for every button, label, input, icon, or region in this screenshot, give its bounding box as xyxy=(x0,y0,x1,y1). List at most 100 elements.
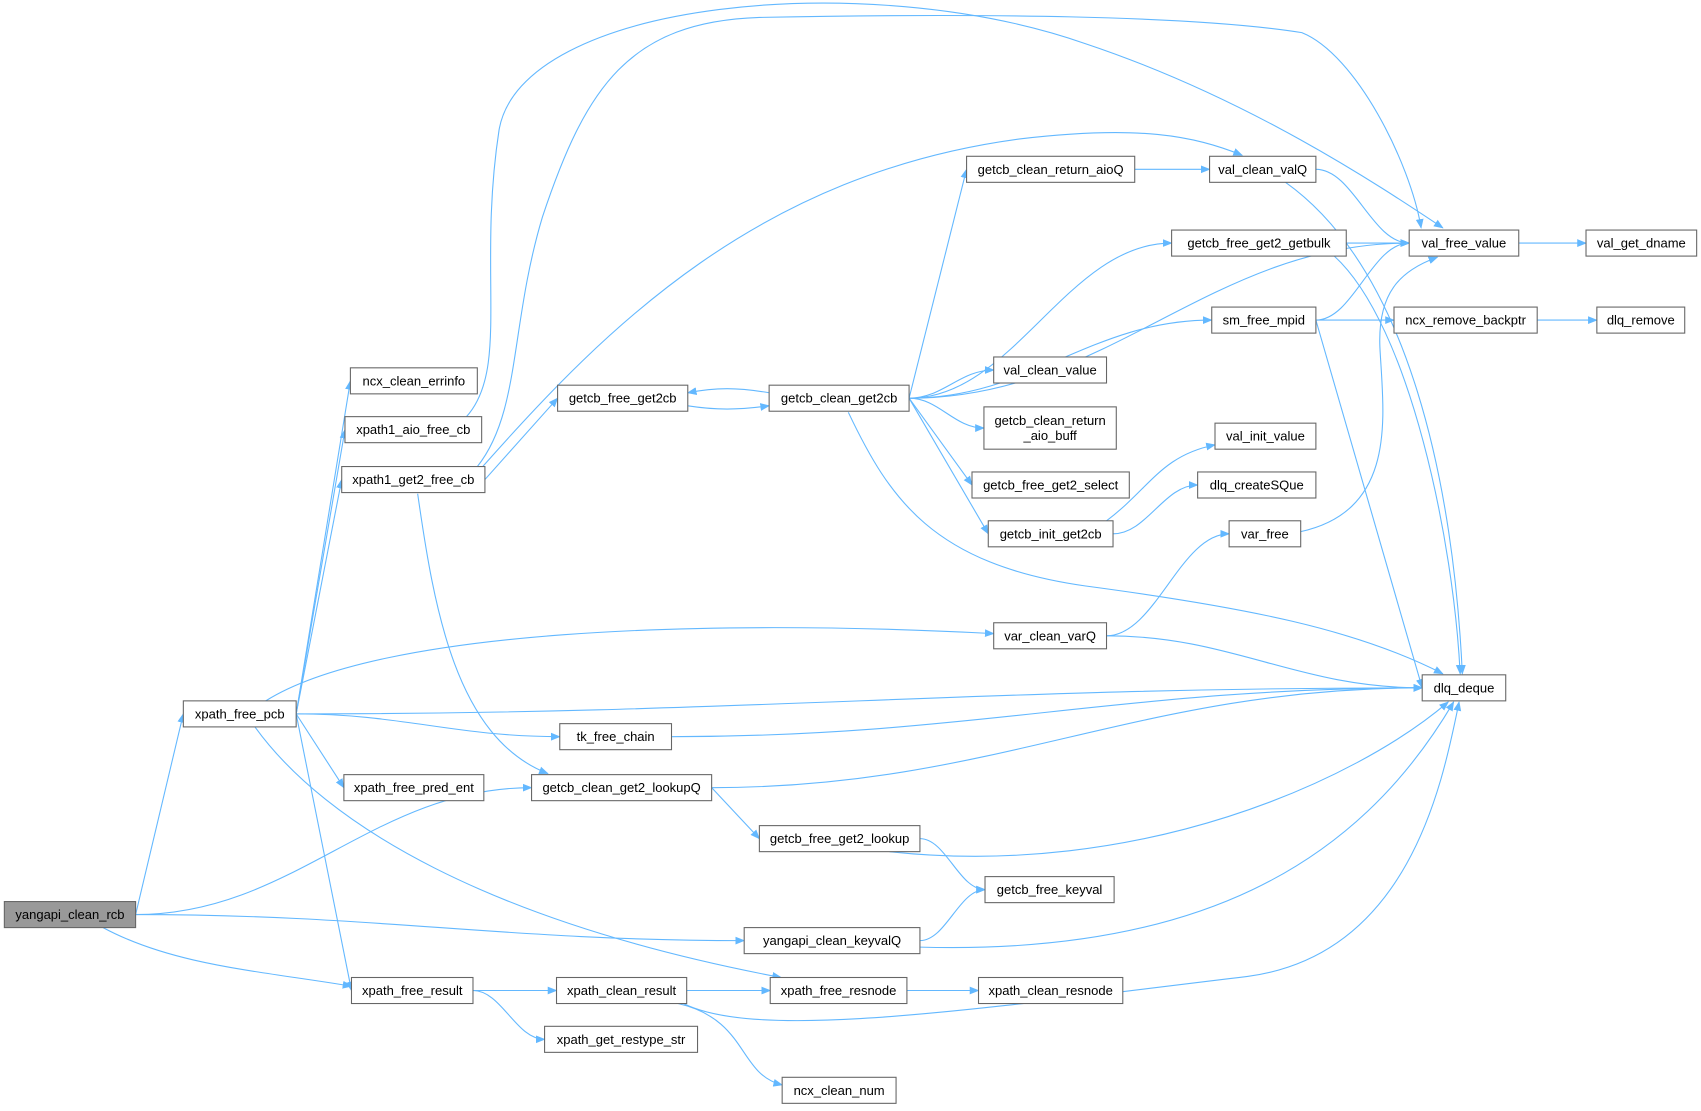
node-box xyxy=(1228,520,1302,548)
edge-getcb-free-get2-lookup-to-getcb-free-keyval xyxy=(919,838,986,894)
edge-getcb-clean-get2cb-to-getcb-free-get2cb xyxy=(686,387,770,395)
node-label: yangapi_clean_keyvalQ xyxy=(763,933,901,948)
node-label: xpath_free_pcb xyxy=(195,706,285,721)
edge-getcb-clean-get2cb-to-getcb-free-get2-select xyxy=(908,397,973,486)
node-xpath1-get2-free-cb[interactable]: xpath1_get2_free_cb xyxy=(341,466,486,494)
node-box xyxy=(781,1076,897,1104)
edge-getcb-free-get2-getbulk-to-dlq-deque xyxy=(1333,255,1464,675)
node-box xyxy=(531,774,713,802)
node-label: getcb_free_get2cb xyxy=(569,391,677,406)
node-label: val_init_value xyxy=(1226,429,1305,444)
edge-xpath-free-pcb-to-xpath-free-resnode xyxy=(254,726,783,980)
node-ncx-clean-errinfo[interactable]: ncx_clean_errinfo xyxy=(349,367,478,395)
node-box xyxy=(1393,306,1538,334)
node-box xyxy=(1209,155,1317,183)
node-label: getcb_free_keyval xyxy=(997,882,1103,897)
node-val-init-value[interactable]: val_init_value xyxy=(1214,422,1317,450)
edge-xpath1-get2-free-cb-to-val-free-value xyxy=(476,14,1424,467)
node-ncx-remove-backptr[interactable]: ncx_remove_backptr xyxy=(1393,306,1538,334)
node-label: getcb_free_get2_select xyxy=(983,477,1119,492)
node-label: val_get_dname xyxy=(1597,236,1686,251)
node-var-clean-varQ[interactable]: var_clean_varQ xyxy=(993,622,1108,650)
node-xpath-clean-resnode[interactable]: xpath_clean_resnode xyxy=(977,976,1124,1005)
edge-getcb-init-get2cb-to-dlq-createSQue xyxy=(1113,481,1199,535)
node-label: dlq_remove xyxy=(1607,313,1675,328)
node-label: getcb_init_get2cb xyxy=(1000,526,1102,541)
node-yangapi-clean-rcb[interactable]: yangapi_clean_rcb xyxy=(3,901,137,929)
node-label: val_clean_value xyxy=(1003,362,1096,377)
node-label: getcb_free_get2_lookup xyxy=(770,831,910,846)
node-getcb-clean-return-aio-buff[interactable]: getcb_clean_return_aio_buff xyxy=(983,406,1117,450)
node-getcb-free-get2cb[interactable]: getcb_free_get2cb xyxy=(557,384,689,412)
node-box xyxy=(987,520,1114,548)
edge-val-clean-valQ-to-dlq-deque xyxy=(1285,181,1466,675)
node-val-clean-value[interactable]: val_clean_value xyxy=(993,356,1108,384)
edge-xpath-clean-result-to-ncx-clean-num xyxy=(677,1003,784,1087)
node-xpath-free-resnode[interactable]: xpath_free_resnode xyxy=(769,976,908,1005)
node-getcb-free-keyval[interactable]: getcb_free_keyval xyxy=(984,876,1115,904)
edge-yangapi-clean-keyvalQ-to-getcb-free-keyval xyxy=(919,885,986,942)
node-val-get-dname[interactable]: val_get_dname xyxy=(1585,229,1698,257)
edge-var-free-to-val-free-value xyxy=(1300,256,1439,533)
node-xpath-free-pred-ent[interactable]: xpath_free_pred_ent xyxy=(343,774,485,802)
node-box xyxy=(743,927,921,955)
node-label: dlq_deque xyxy=(1434,680,1495,695)
node-getcb-clean-get2cb[interactable]: getcb_clean_get2cb xyxy=(768,384,910,412)
node-xpath-free-pcb[interactable]: xpath_free_pcb xyxy=(182,700,297,728)
edge-getcb-clean-get2cb-to-getcb-clean-return-aioQ xyxy=(908,168,969,399)
node-box xyxy=(1211,306,1317,334)
edge-xpath-free-pcb-to-var-clean-varQ xyxy=(265,627,995,702)
node-label: xpath_clean_result xyxy=(567,983,677,998)
node-box xyxy=(966,155,1136,183)
edge-getcb-free-get2cb-to-getcb-clean-get2cb xyxy=(687,403,771,411)
edge-getcb-clean-get2cb-to-dlq-deque xyxy=(847,412,1444,675)
edge-tk-free-chain-to-dlq-deque xyxy=(671,683,1424,738)
node-getcb-init-get2cb[interactable]: getcb_init_get2cb xyxy=(987,520,1114,548)
node-val-clean-valQ[interactable]: val_clean_valQ xyxy=(1209,155,1317,183)
node-sm-free-mpid[interactable]: sm_free_mpid xyxy=(1211,306,1317,334)
node-label: getcb_clean_get2_lookupQ xyxy=(542,780,700,795)
node-xpath1-aio-free-cb[interactable]: xpath1_aio_free_cb xyxy=(344,416,483,444)
edge-yangapi-clean-keyvalQ-to-dlq-deque xyxy=(919,701,1455,949)
node-ncx-clean-num[interactable]: ncx_clean_num xyxy=(781,1076,897,1104)
node-yangapi-clean-keyvalQ[interactable]: yangapi_clean_keyvalQ xyxy=(743,927,921,955)
node-box xyxy=(544,1025,699,1053)
node-box xyxy=(555,976,688,1005)
node-dlq-deque[interactable]: dlq_deque xyxy=(1421,674,1507,702)
node-getcb-free-get2-getbulk[interactable]: getcb_free_get2_getbulk xyxy=(1171,229,1347,257)
node-box xyxy=(977,976,1124,1005)
node-tk-free-chain[interactable]: tk_free_chain xyxy=(559,723,673,751)
node-label: xpath1_aio_free_cb xyxy=(356,422,470,437)
node-getcb-free-get2-select[interactable]: getcb_free_get2_select xyxy=(971,471,1130,499)
edge-yangapi-clean-rcb-to-yangapi-clean-keyvalQ xyxy=(135,914,746,945)
node-dlq-remove[interactable]: dlq_remove xyxy=(1596,306,1686,334)
edge-xpath1-get2-free-cb-to-getcb-free-get2cb xyxy=(484,397,559,480)
node-label: getcb_clean_return xyxy=(994,413,1105,428)
node-getcb-free-get2-lookup[interactable]: getcb_free_get2_lookup xyxy=(758,825,921,853)
edge-getcb-clean-get2cb-to-getcb-clean-return-aio-buff xyxy=(909,397,985,432)
node-label: xpath_free_pred_ent xyxy=(354,780,474,795)
edge-xpath-free-result-to-xpath-get-restype-str xyxy=(472,989,546,1044)
node-xpath-clean-result[interactable]: xpath_clean_result xyxy=(555,976,688,1005)
node-label: xpath_free_resnode xyxy=(781,983,897,998)
node-dlq-createSQue[interactable]: dlq_createSQue xyxy=(1197,471,1317,499)
edge-getcb-clean-get2-lookupQ-to-getcb-free-get2-lookup xyxy=(711,787,761,840)
node-getcb-clean-return-aioQ[interactable]: getcb_clean_return_aioQ xyxy=(966,155,1136,183)
edge-getcb-clean-get2-lookupQ-to-dlq-deque xyxy=(711,683,1424,789)
node-label: ncx_remove_backptr xyxy=(1405,313,1526,328)
node-box xyxy=(343,774,485,802)
node-xpath-get-restype-str[interactable]: xpath_get_restype_str xyxy=(544,1025,699,1053)
node-getcb-clean-get2-lookupQ[interactable]: getcb_clean_get2_lookupQ xyxy=(531,774,713,802)
node-box xyxy=(1197,471,1317,499)
node-xpath-free-result[interactable]: xpath_free_result xyxy=(350,976,474,1005)
edge-xpath-free-pcb-to-xpath-free-pred-ent xyxy=(295,713,345,789)
edge-xpath1-aio-free-cb-to-val-free-value xyxy=(466,2,1444,418)
node-label: getcb_clean_get2cb xyxy=(781,391,897,406)
edge-var-clean-varQ-to-dlq-deque xyxy=(1106,635,1424,692)
edge-xpath-free-pcb-to-xpath1-aio-free-cb xyxy=(295,428,348,714)
node-val-free-value[interactable]: val_free_value xyxy=(1408,229,1520,257)
edge-xpath-free-pcb-to-tk-free-chain xyxy=(296,713,561,741)
node-var-free[interactable]: var_free xyxy=(1228,520,1302,548)
node-label: xpath_free_result xyxy=(362,983,463,998)
node-box xyxy=(344,416,483,444)
